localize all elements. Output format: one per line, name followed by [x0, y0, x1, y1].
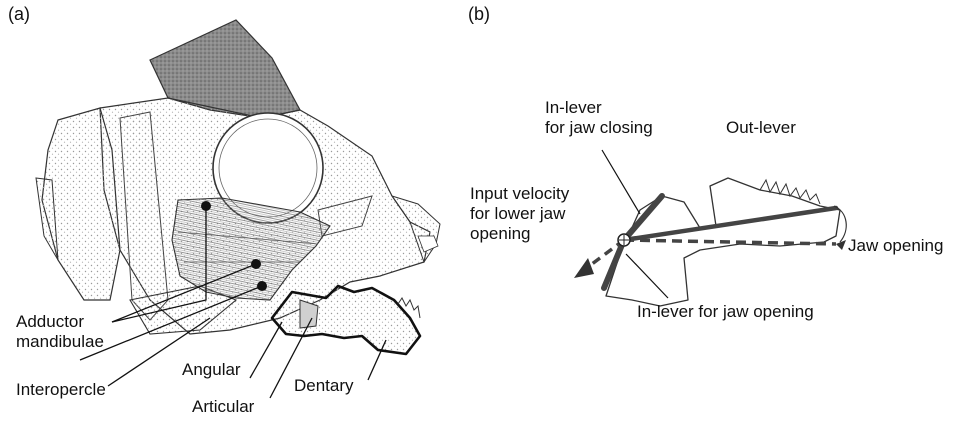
inlever-opening-leader — [626, 254, 668, 298]
jaw-opening-dashed — [624, 240, 836, 244]
adductor-label-line1: Adductor — [16, 312, 84, 332]
outlever-bar — [624, 208, 836, 240]
inlever-closing-label-line1: In-lever — [545, 98, 602, 118]
interopercle-label: Interopercle — [16, 380, 106, 400]
jaw-opening-label: Jaw opening — [848, 236, 943, 256]
inlever-closing-label-line2: for jaw closing — [545, 118, 653, 138]
inlever-closing-leader — [602, 150, 640, 214]
articular-label: Articular — [192, 397, 254, 417]
input-velocity-label-line3: opening — [470, 224, 531, 244]
input-velocity-label-line2: for lower jaw — [470, 204, 565, 224]
inlever-opening-label: In-lever for jaw opening — [637, 302, 814, 322]
angular-leader — [250, 322, 282, 378]
input-velocity-arrowhead — [574, 258, 594, 278]
outlever-label: Out-lever — [726, 118, 796, 138]
lower-jaw-outline — [272, 286, 420, 354]
panel-b-label: (b) — [468, 4, 490, 24]
panel-a-label: (a) — [8, 4, 30, 24]
adductor-label-line2: mandibulae — [16, 332, 104, 352]
angular-label: Angular — [182, 360, 241, 380]
lever-diagram — [574, 150, 846, 306]
dentary-label: Dentary — [294, 376, 354, 396]
inlever-opening-bar — [604, 240, 624, 288]
input-velocity-label-line1: Input velocity — [470, 184, 569, 204]
